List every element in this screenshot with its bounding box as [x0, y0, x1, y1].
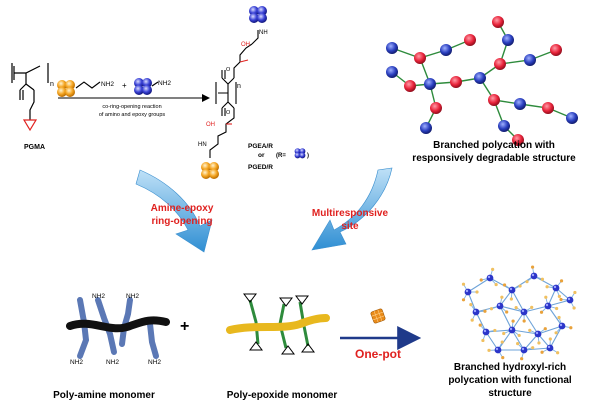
amine-nh2-label: NH2	[101, 81, 114, 88]
orange-amine-bead	[57, 80, 75, 97]
right-curved-arrow	[311, 167, 393, 251]
pgma-structure	[11, 63, 49, 132]
product-label-or: or	[258, 152, 265, 159]
product-oh-bottom: OH	[206, 122, 215, 128]
r-definition-suffix: )	[307, 153, 309, 159]
product-n-subscript: n	[237, 83, 241, 90]
left-arrow-label-1: Amine-epoxy	[151, 203, 214, 214]
blue-amine-chain	[151, 81, 159, 87]
polyamine-label: Poly-amine monomer	[53, 390, 155, 401]
product-hn-bottom: HN	[198, 142, 207, 148]
hydroxyl-caption-1: Branched hydroxyl-rich	[454, 362, 566, 373]
nh2-label-2: NH2	[126, 293, 139, 300]
r-definition-prefix: (R=	[276, 153, 286, 159]
pgma-n-subscript: n	[50, 81, 54, 88]
one-pot-label: One-pot	[355, 347, 401, 361]
reaction-caption-1: co-ring-opening reaction	[102, 104, 161, 110]
branched-caption-2: responsively degradable structure	[412, 153, 576, 164]
right-arrow-label-1: Multiresponsive	[312, 208, 389, 219]
bottom-plus: +	[180, 318, 189, 335]
branched-caption-1: Branched polycation with	[433, 140, 555, 151]
catalyst-cube-icon	[370, 308, 386, 324]
reaction-caption-2: of amino and epoxy groups	[99, 112, 166, 118]
hydroxyl-rich-network	[461, 265, 577, 361]
nh2-label-4: NH2	[106, 359, 119, 366]
blue-amine-bead	[134, 78, 152, 95]
branched-network-nodes	[386, 16, 578, 146]
product-o-bottom: O	[226, 110, 231, 116]
left-arrow-label-2: ring-opening	[151, 216, 212, 227]
left-curved-arrow	[135, 169, 213, 253]
nh2-label-5: NH2	[148, 359, 161, 366]
blue-amine-nh2-label: NH2	[158, 80, 171, 87]
nh2-label-1: NH2	[92, 293, 105, 300]
right-arrow-label-2: site	[341, 221, 359, 232]
hydroxyl-caption-3: structure	[488, 388, 532, 399]
reagent-plus: +	[122, 81, 127, 90]
r-definition-bead	[294, 148, 306, 159]
amine-chain	[75, 81, 101, 89]
nh2-label-3: NH2	[70, 359, 83, 366]
product-structure	[209, 30, 259, 158]
product-nh-top: NH	[259, 30, 268, 36]
polyamine-monomer	[66, 297, 170, 359]
product-o-top: O	[226, 67, 231, 73]
product-oh-top: OH	[241, 42, 250, 48]
pgma-label: PGMA	[24, 144, 45, 151]
polyepoxide-label: Poly-epoxide monomer	[227, 390, 338, 401]
hydroxyl-caption-2: polycation with functional	[448, 375, 572, 386]
branched-network	[391, 21, 573, 141]
product-label-pgea: PGEA/R	[248, 143, 273, 150]
product-label-pged: PGED/R	[248, 164, 273, 171]
polyepoxide-monomer	[226, 293, 330, 355]
product-orange-bead	[201, 162, 219, 179]
product-blue-bead	[249, 6, 267, 23]
